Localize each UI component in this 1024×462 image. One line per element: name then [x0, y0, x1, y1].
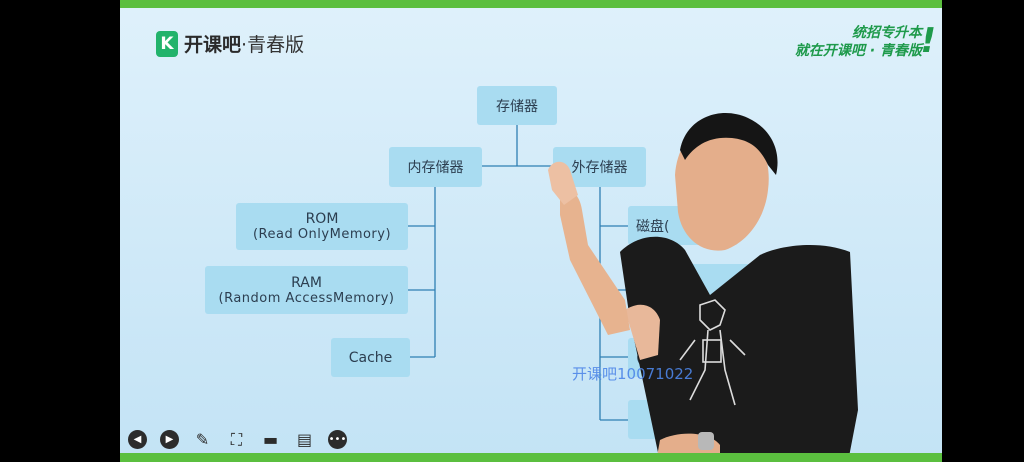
node-disk-label: 磁盘( [636, 218, 670, 235]
slogan: 统招专升本 就在开课吧 · 青春版 ! [794, 24, 936, 60]
node-external-item-2 [628, 264, 831, 314]
node-external-memory-label: 外存储器 [571, 160, 628, 176]
logo-name: 开课吧 [184, 34, 242, 56]
node-internal-memory: 内存储器 [389, 147, 482, 187]
pen-icon[interactable]: ✎ [195, 429, 210, 449]
node-rom: ROM (Read OnlyMemory) [236, 203, 408, 250]
screenshot-icon[interactable]: ⛶ [230, 429, 243, 449]
watermark: 开课吧10071022 [572, 365, 694, 383]
logo-text: 开课吧·青春版 [184, 30, 304, 57]
slogan-line-2: 就在开课吧 · 青春版 [794, 43, 922, 59]
more-icon[interactable]: ••• [328, 430, 347, 449]
node-external-item-4 [628, 400, 708, 439]
brand-logo: K 开课吧·青春版 [156, 30, 304, 57]
node-ram-subtitle: (Random AccessMemory) [218, 290, 395, 306]
logo-edition: 青春版 [247, 34, 305, 56]
node-cache: Cache [331, 338, 410, 377]
node-external-memory: 外存储器 [553, 147, 646, 187]
top-stripe [120, 0, 942, 8]
prev-icon[interactable]: ◀ [128, 430, 147, 449]
play-icon[interactable]: ▶ [160, 430, 179, 449]
logo-mark-icon: K [156, 30, 178, 57]
slogan-exclamation: ! [920, 21, 936, 61]
slogan-line-1: 统招专升本 [852, 25, 922, 41]
logo-separator: · [241, 34, 248, 56]
node-storage-root: 存储器 [477, 86, 557, 125]
node-storage-root-label: 存储器 [496, 98, 538, 115]
node-disk: 磁盘( [628, 206, 738, 245]
node-ram-title: RAM [291, 274, 322, 291]
player-controls: ◀ ▶ ✎ ⛶ ▬ ▤ ••• [128, 430, 347, 449]
node-rom-title: ROM [305, 211, 339, 227]
subtitle-icon[interactable]: ▤ [296, 429, 313, 449]
camera-icon[interactable]: ▬ [262, 429, 279, 449]
lecture-slide: K 开课吧·青春版 统招专升本 就在开课吧 · 青春版 ! 存储器 内存储器 外 [120, 0, 942, 462]
node-ram: RAM (Random AccessMemory) [205, 266, 408, 314]
node-cache-label: Cache [348, 349, 393, 366]
node-rom-subtitle: (Read OnlyMemory) [252, 227, 392, 242]
bottom-stripe [120, 453, 942, 462]
node-internal-memory-label: 内存储器 [407, 160, 464, 176]
